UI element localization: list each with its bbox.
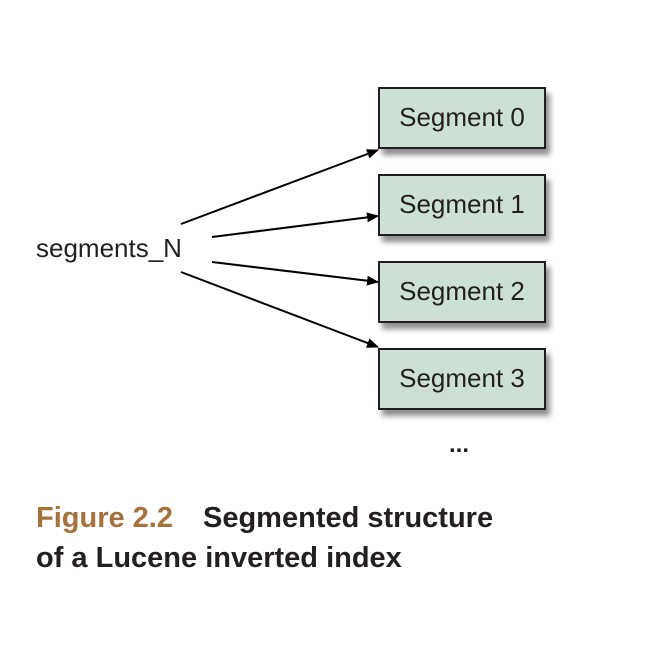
segment-3-box: Segment 3 [378, 348, 546, 410]
arrow-to-segment-0 [180, 149, 379, 225]
segment-1-label: Segment 1 [399, 189, 525, 219]
arrow-to-segment-1 [211, 212, 379, 238]
arrow-to-segment-2 [211, 261, 379, 286]
caption-line-1: Figure 2.2 Segmented structure [36, 498, 636, 538]
more-segments-ellipsis: ... [449, 431, 469, 458]
caption-title-line-2: of a Lucene inverted index [36, 542, 402, 574]
arrows [180, 149, 379, 348]
segment-2-label: Segment 2 [399, 276, 525, 306]
figure-number: Figure 2.2 [36, 502, 173, 534]
arrow-to-segment-3 [180, 271, 379, 348]
segment-2-box: Segment 2 [378, 261, 546, 323]
figure-caption: Figure 2.2 Segmented structure of a Lucen… [36, 498, 636, 578]
inverted-index-diagram: segments_N Segment 0 Segment 1 Segment 2… [36, 87, 546, 458]
segment-0-box: Segment 0 [378, 87, 546, 149]
segment-0-label: Segment 0 [399, 102, 525, 132]
segments-n-label: segments_N [36, 233, 182, 263]
segment-1-box: Segment 1 [378, 174, 546, 236]
segment-3-label: Segment 3 [399, 363, 525, 393]
caption-title-line-1: Segmented structure [203, 502, 494, 534]
